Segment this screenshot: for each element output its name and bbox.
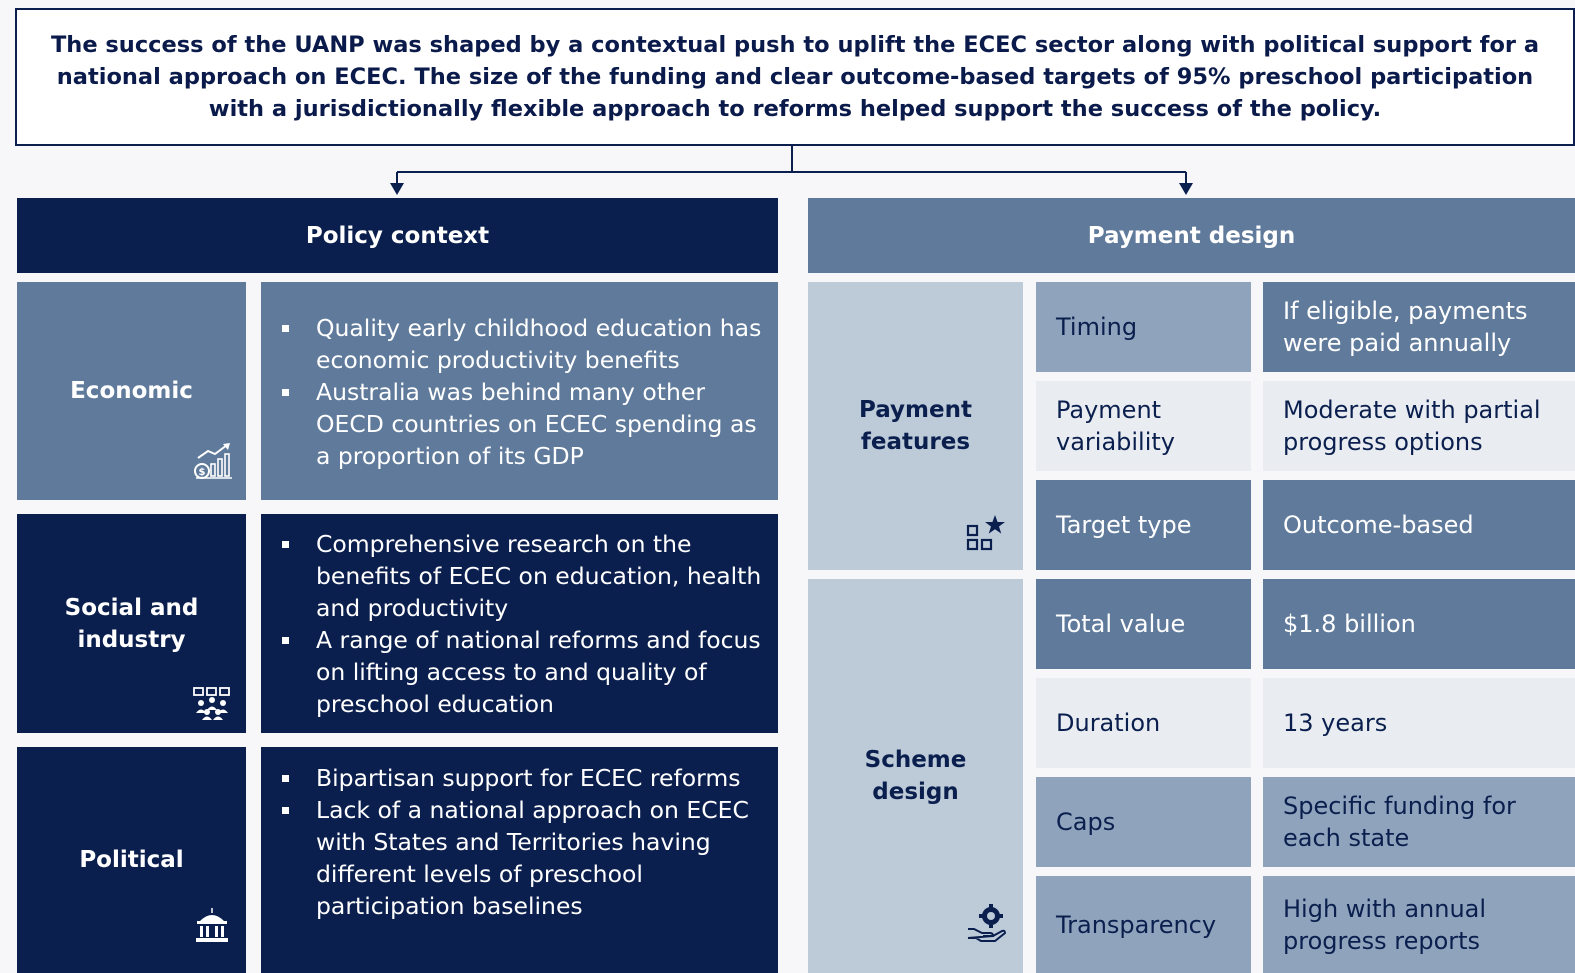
social-industry-description: Comprehensive research on the benefits o… (261, 514, 778, 733)
hand-gear-icon (967, 904, 1006, 942)
social-bullet-1: Comprehensive research on the benefits o… (282, 528, 764, 624)
payment-design-title: Payment design (1087, 222, 1296, 249)
payment-design-header: Payment design (808, 198, 1575, 273)
duration-key: Duration (1036, 678, 1251, 768)
timing-value: If eligible, payments were paid annually (1263, 282, 1575, 372)
transparency-key: Transparency (1036, 876, 1251, 973)
features-star-icon (966, 515, 1005, 551)
political-label: Political (79, 847, 184, 873)
economic-growth-icon: $ (194, 443, 232, 479)
political-bullet-2: Lack of a national approach on ECEC with… (282, 794, 764, 922)
economic-bullet-2: Australia was behind many other OECD cou… (282, 376, 764, 472)
payment-features-group: Payment features (808, 282, 1023, 570)
transparency-value-text: High with annual progress reports (1283, 894, 1487, 955)
arrowhead-left (390, 183, 404, 195)
total-value-key: Total value (1036, 579, 1251, 669)
transparency-key-text: Transparency (1056, 910, 1217, 939)
political-bullet-1: Bipartisan support for ECEC reforms (282, 762, 764, 794)
scheme-design-group: Scheme design (808, 579, 1023, 973)
target-type-key-text: Target type (1056, 511, 1192, 539)
economic-label-cell: Economic $ (17, 282, 246, 500)
payment-variability-key: Payment variability (1036, 381, 1251, 471)
timing-key-text: Timing (1056, 313, 1138, 341)
caps-key-text: Caps (1056, 808, 1116, 836)
connector-lines (390, 146, 1193, 195)
total-value-key-text: Total value (1056, 610, 1186, 638)
duration-key-text: Duration (1056, 709, 1161, 737)
summary-box: The success of the UANP was shaped by a … (15, 8, 1575, 146)
economic-bullet-1: Quality early childhood education has ec… (282, 312, 764, 376)
social-industry-label-cell: Social and industry (17, 514, 246, 733)
timing-key: Timing (1036, 282, 1251, 372)
political-description: Bipartisan support for ECEC reforms Lack… (261, 747, 778, 973)
caps-key: Caps (1036, 777, 1251, 867)
social-industry-label: Social and industry (64, 594, 199, 653)
target-type-key: Target type (1036, 480, 1251, 570)
payment-variability-key-text: Payment variability (1056, 396, 1176, 456)
political-label-cell: Political (17, 747, 246, 973)
total-value-value: $1.8 billion (1263, 579, 1575, 669)
payment-variability-value-text: Moderate with partial progress options (1283, 396, 1541, 456)
target-type-value-text: Outcome-based (1283, 511, 1474, 539)
social-bullet-2: A range of national reforms and focus on… (282, 624, 764, 720)
government-building-icon (196, 908, 228, 942)
policy-context-title: Policy context (305, 222, 490, 249)
target-type-value: Outcome-based (1263, 480, 1575, 570)
summary-text: The success of the UANP was shaped by a … (50, 32, 1540, 122)
svg-text:$: $ (199, 467, 206, 478)
caps-value-text: Specific funding for each state (1283, 792, 1516, 852)
arrowhead-right (1179, 183, 1193, 195)
duration-value-text: 13 years (1283, 709, 1388, 737)
timing-value-text: If eligible, payments were paid annually (1283, 297, 1528, 357)
economic-description: Quality early childhood education has ec… (261, 282, 778, 500)
economic-label: Economic (70, 378, 193, 404)
duration-value: 13 years (1263, 678, 1575, 768)
policy-context-header: Policy context (17, 198, 778, 273)
scheme-design-label: Scheme design (864, 747, 967, 805)
total-value-value-text: $1.8 billion (1283, 610, 1416, 638)
people-network-icon (193, 687, 230, 720)
transparency-value: High with annual progress reports (1263, 876, 1575, 973)
caps-value: Specific funding for each state (1263, 777, 1575, 867)
payment-features-label: Payment features (859, 397, 972, 455)
payment-variability-value: Moderate with partial progress options (1263, 381, 1575, 471)
